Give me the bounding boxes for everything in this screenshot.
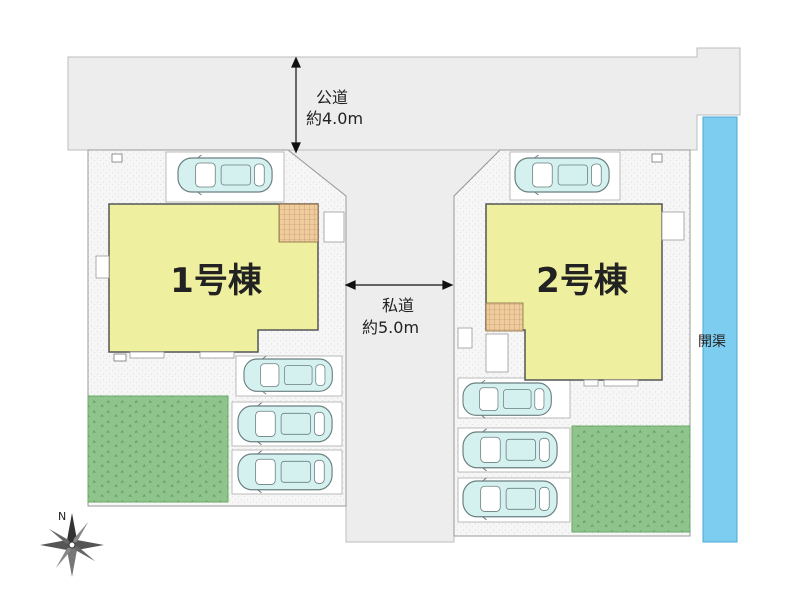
canal: [702, 116, 738, 543]
lawn-1: [87, 395, 229, 503]
car-icon: [237, 450, 333, 494]
private-road-name: 私道: [382, 296, 414, 315]
lawn-2: [571, 425, 691, 533]
public-road-width: 約4.0m: [306, 109, 363, 128]
compass-rose-icon: [40, 513, 104, 577]
deck-1: [278, 203, 319, 243]
private-road-width: 約5.0m: [362, 318, 419, 337]
car-icon: [177, 154, 273, 196]
public-road-name: 公道: [316, 88, 348, 107]
car-icon: [237, 402, 333, 446]
car-icon: [514, 154, 610, 196]
car-icon: [462, 428, 558, 472]
car-icon: [462, 379, 552, 419]
public-road-dimension: [291, 56, 301, 154]
public-road: [67, 47, 741, 151]
canal-label: 開渠: [698, 334, 726, 350]
deck-2: [485, 302, 524, 332]
building-2-label: 2号棟: [536, 261, 629, 301]
car-icon: [243, 355, 333, 395]
compass-north-label: N: [58, 510, 66, 523]
car-icon: [462, 477, 558, 521]
private-road-dimension: [344, 280, 454, 290]
building-1-label: 1号棟: [170, 261, 263, 301]
